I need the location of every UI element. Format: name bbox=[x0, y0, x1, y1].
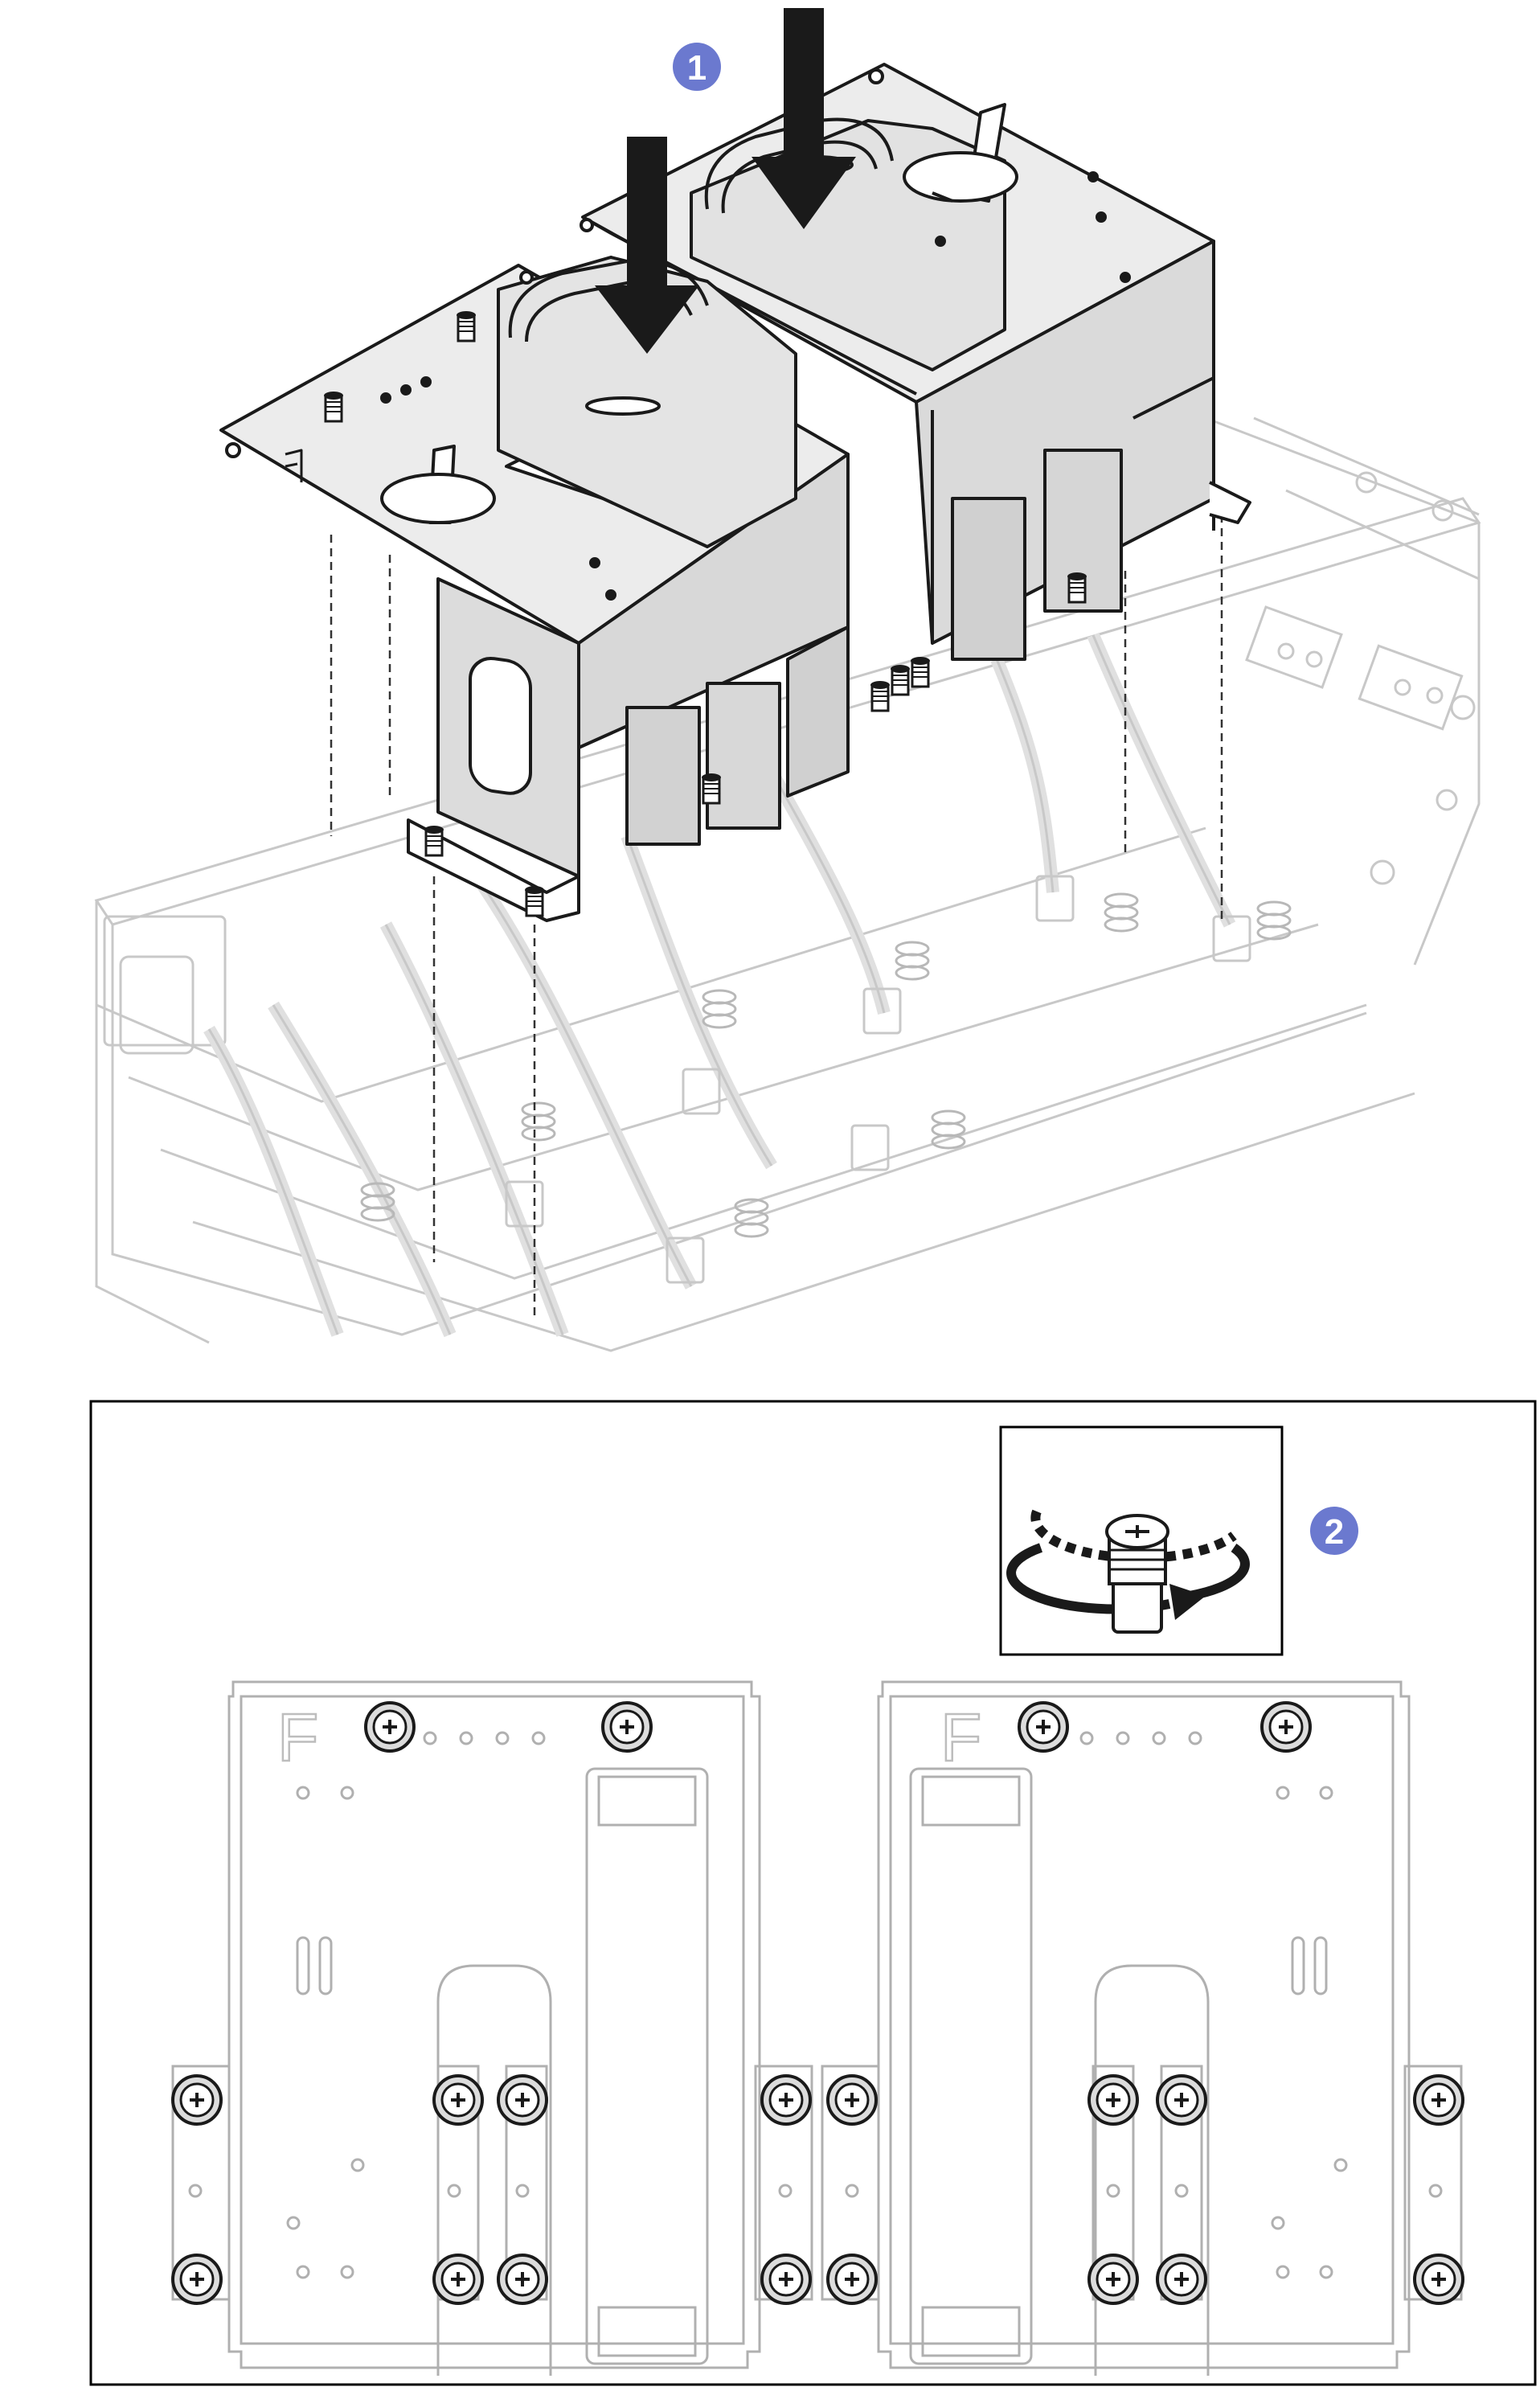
bracket-left-f-mark: F bbox=[277, 1700, 318, 1775]
step-1-callout: 1 bbox=[673, 43, 721, 91]
step-1-label: 1 bbox=[687, 48, 707, 88]
rear-bracket bbox=[580, 63, 1251, 661]
step-2-callout: 2 bbox=[1310, 1507, 1358, 1555]
screw-icon bbox=[1105, 1514, 1169, 1634]
chassis-ghost bbox=[94, 416, 1481, 1352]
bracket-right-f-mark: F bbox=[940, 1700, 981, 1775]
bracket-left-top: F bbox=[171, 1680, 813, 2376]
screw-rotation-inset bbox=[999, 1425, 1284, 1656]
detail-panel: 2 F bbox=[89, 1400, 1537, 2386]
arrow-down-icon bbox=[595, 8, 856, 354]
step-2-label: 2 bbox=[1325, 1512, 1344, 1552]
isometric-view: 1 bbox=[94, 8, 1481, 1352]
dashed-alignment-line bbox=[330, 515, 1223, 1319]
front-bracket bbox=[219, 256, 850, 922]
